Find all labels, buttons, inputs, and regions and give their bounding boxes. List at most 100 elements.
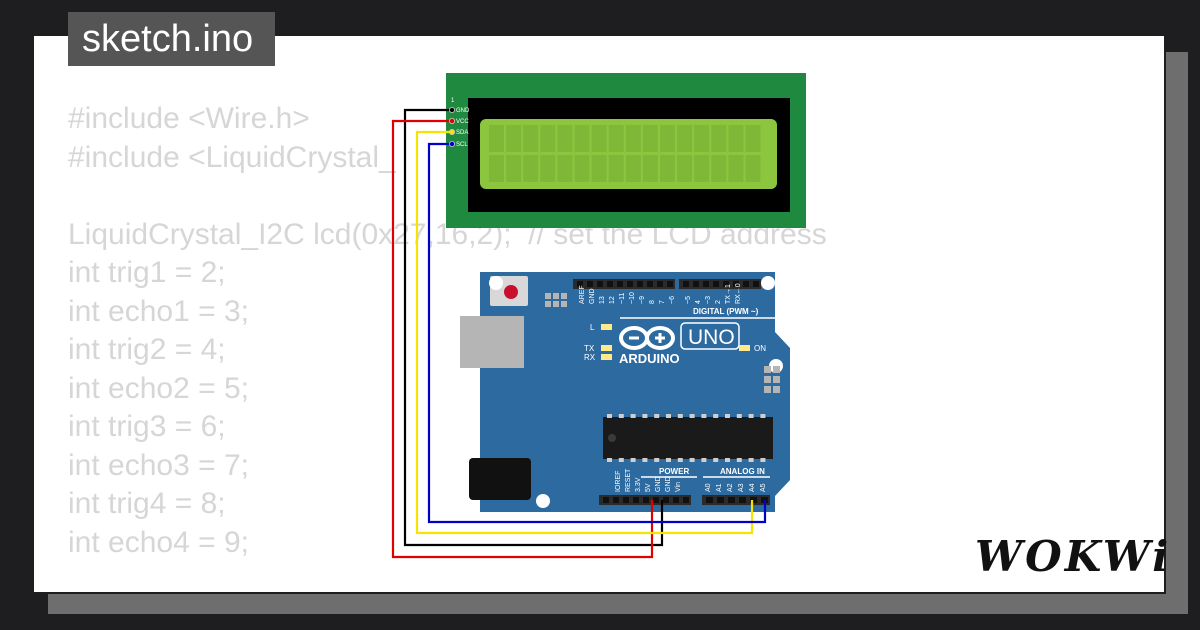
lcd-cell <box>728 155 744 182</box>
lcd-pin-label: VCC <box>456 119 469 125</box>
led-l-icon <box>601 324 612 330</box>
pin-label: A0 <box>705 483 712 492</box>
analog-header-label: ANALOG IN <box>720 467 765 476</box>
pin-label: 13 <box>599 296 606 304</box>
digital-pin-header[interactable] <box>573 279 761 289</box>
led-rx-icon <box>601 354 612 360</box>
power-jack-icon <box>469 458 531 500</box>
pin-label: Vin <box>675 482 682 492</box>
power-pin-header[interactable] <box>599 495 691 505</box>
lcd-pin-connector[interactable] <box>448 128 455 135</box>
pin-label: ~5 <box>685 296 692 304</box>
lcd-character-grid <box>489 125 761 182</box>
lcd-cell <box>540 125 556 152</box>
code-preview: #include <Wire.h>#include <LiquidCrystal… <box>68 100 827 562</box>
pin-label: A4 <box>749 483 756 492</box>
lcd-cell <box>625 155 641 182</box>
digital-header-label: DIGITAL (PWM ~) <box>693 307 759 316</box>
pin-label: 8 <box>649 300 656 304</box>
power-header-label: POWER <box>659 467 689 476</box>
lcd-cell <box>591 125 607 152</box>
led-rx-label: RX <box>584 353 596 362</box>
lcd-cell <box>523 155 539 182</box>
icsp-header-icon <box>545 293 567 307</box>
pin-label: ~6 <box>669 296 676 304</box>
lcd-cell <box>745 155 761 182</box>
code-line: int echo3 = 7; <box>68 448 249 482</box>
lcd-pin-label: SCL <box>456 142 468 148</box>
lcd-cell <box>540 155 556 182</box>
icsp-header-icon <box>764 366 780 393</box>
lcd-cell <box>677 125 693 152</box>
lcd-cell <box>506 125 522 152</box>
board-model-label: UNO <box>688 326 735 349</box>
lcd-cell <box>625 125 641 152</box>
lcd-pin-connector[interactable] <box>448 118 455 125</box>
lcd-cell <box>728 125 744 152</box>
code-line: int echo1 = 3; <box>68 294 249 328</box>
led-tx-label: TX <box>584 344 595 353</box>
lcd-cell <box>489 125 504 152</box>
lcd-cell <box>745 125 761 152</box>
lcd-cell <box>608 125 624 152</box>
lcd-module[interactable] <box>446 73 806 228</box>
pin-label: ~10 <box>629 292 636 304</box>
lcd-cell <box>642 155 658 182</box>
microcontroller-chip-icon <box>603 417 773 459</box>
pin-label: A1 <box>716 483 723 492</box>
led-on-label: ON <box>754 344 766 353</box>
pin-label: GND <box>589 288 596 304</box>
lcd-cell <box>694 125 710 152</box>
pin-label: A2 <box>727 483 734 492</box>
arduino-uno-board[interactable]: DIGITAL (PWM ~) ARDUINO UNO L TX RX ON P… <box>460 272 790 512</box>
file-name-tab[interactable]: sketch.ino <box>68 12 276 66</box>
pin-label: ~3 <box>705 296 712 304</box>
lcd-cell <box>694 155 710 182</box>
lcd-cell <box>677 155 693 182</box>
pin-label: RESET <box>625 468 632 492</box>
code-line: int trig1 = 2; <box>68 256 226 289</box>
mount-hole-icon <box>536 494 550 508</box>
lcd-pin-connector[interactable] <box>448 140 455 147</box>
pin-label: A5 <box>760 483 767 492</box>
arduino-brand-label: ARDUINO <box>619 351 680 366</box>
wire-scl[interactable] <box>427 142 767 524</box>
mount-hole-icon <box>761 276 775 290</box>
lcd-cell <box>574 155 590 182</box>
led-on-icon <box>739 345 750 351</box>
code-line: int echo4 = 9; <box>68 525 249 559</box>
pin-label: 7 <box>659 300 666 304</box>
pin-label: GND <box>665 476 672 492</box>
pin-label: 5V <box>645 483 652 492</box>
code-line: #include <LiquidCrystal_ <box>68 140 396 174</box>
wokwi-logo: WOKWi <box>975 532 1172 581</box>
led-tx-icon <box>601 345 612 351</box>
lcd-cell <box>711 155 727 182</box>
pin-label: ~9 <box>639 296 646 304</box>
usb-port-icon <box>460 316 524 368</box>
lcd-pin-connectors <box>448 107 455 147</box>
code-line: int trig2 = 4; <box>68 333 226 366</box>
pin-label: ~11 <box>619 293 626 304</box>
lcd-pin-label: SDA <box>456 130 468 136</box>
wire-vcc[interactable] <box>391 119 654 559</box>
reset-button-cap-icon <box>504 285 518 299</box>
pin-label: 12 <box>609 296 616 304</box>
code-line: int trig4 = 8; <box>68 487 226 520</box>
lcd-cell <box>557 125 573 152</box>
lcd-cell <box>506 155 522 182</box>
pin-label: IOREF <box>615 471 622 492</box>
lcd-cell <box>591 155 607 182</box>
lcd-cell <box>489 155 504 182</box>
lcd-cell <box>608 155 624 182</box>
pin-label: 4 <box>695 300 702 304</box>
pin-label: RX←0 <box>735 283 742 304</box>
lcd-pin-connector[interactable] <box>448 107 455 114</box>
pin-label: 2 <box>715 300 722 304</box>
lcd-pin1-label: 1 <box>451 98 455 104</box>
lcd-cell <box>557 155 573 182</box>
wire-gnd[interactable] <box>403 108 664 547</box>
analog-pin-header[interactable] <box>702 495 770 505</box>
